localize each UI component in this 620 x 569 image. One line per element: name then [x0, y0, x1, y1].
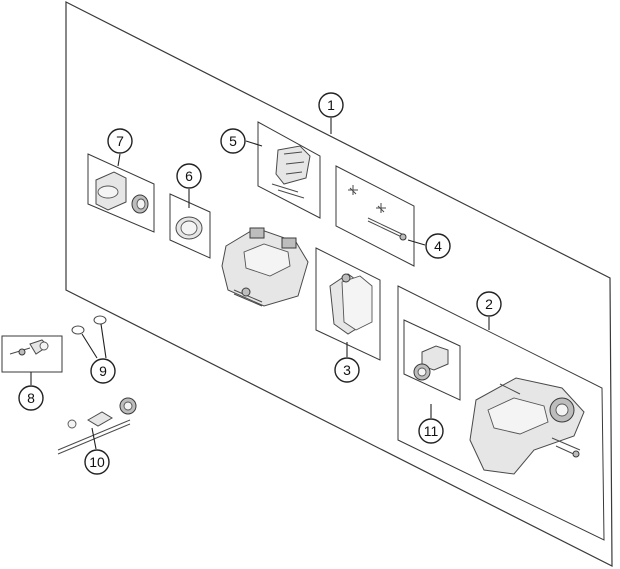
- callout-6-label: 6: [185, 168, 193, 184]
- leader-7: [117, 153, 121, 167]
- o-ring-part: [71, 315, 107, 335]
- callout-1: 1: [318, 92, 344, 118]
- seal-ring-part: [175, 216, 203, 240]
- caliper-support-part: [469, 377, 585, 475]
- callout-4: 4: [425, 233, 451, 259]
- callout-7-label: 7: [116, 133, 124, 149]
- leader-4: [407, 239, 426, 246]
- callout-9: 9: [90, 358, 116, 384]
- callout-3: 3: [334, 357, 360, 383]
- callout-8-label: 8: [27, 390, 35, 406]
- callout-2: 2: [476, 291, 502, 317]
- caliper-body-part: [221, 227, 309, 307]
- callout-3-label: 3: [343, 362, 351, 378]
- pad-spring-part: [271, 145, 311, 199]
- leader-10: [91, 427, 97, 450]
- subassembly-4-panel: [335, 165, 415, 267]
- leader-5: [245, 140, 263, 147]
- piston-part: [95, 171, 149, 214]
- piston-set-part: [413, 345, 449, 381]
- callout-5-label: 5: [229, 133, 237, 149]
- callout-1-label: 1: [327, 97, 335, 113]
- callout-8: 8: [18, 385, 44, 411]
- bleeder-screw-part: [9, 339, 49, 356]
- callout-11: 11: [418, 418, 444, 444]
- callout-11-label: 11: [424, 423, 439, 439]
- callout-4-label: 4: [434, 238, 442, 254]
- banjo-bolt-part: [57, 397, 137, 455]
- leader-9b: [100, 323, 107, 359]
- callout-10-label: 10: [89, 454, 105, 470]
- brake-pads-part: [329, 273, 373, 335]
- leader-9a: [81, 333, 98, 359]
- callout-9-label: 9: [99, 363, 107, 379]
- callout-10: 10: [84, 449, 110, 475]
- pin-bolt-part: [348, 185, 407, 241]
- callout-2-label: 2: [485, 296, 493, 312]
- callout-6: 6: [176, 163, 202, 189]
- callout-7: 7: [107, 128, 133, 154]
- callout-5: 5: [220, 128, 246, 154]
